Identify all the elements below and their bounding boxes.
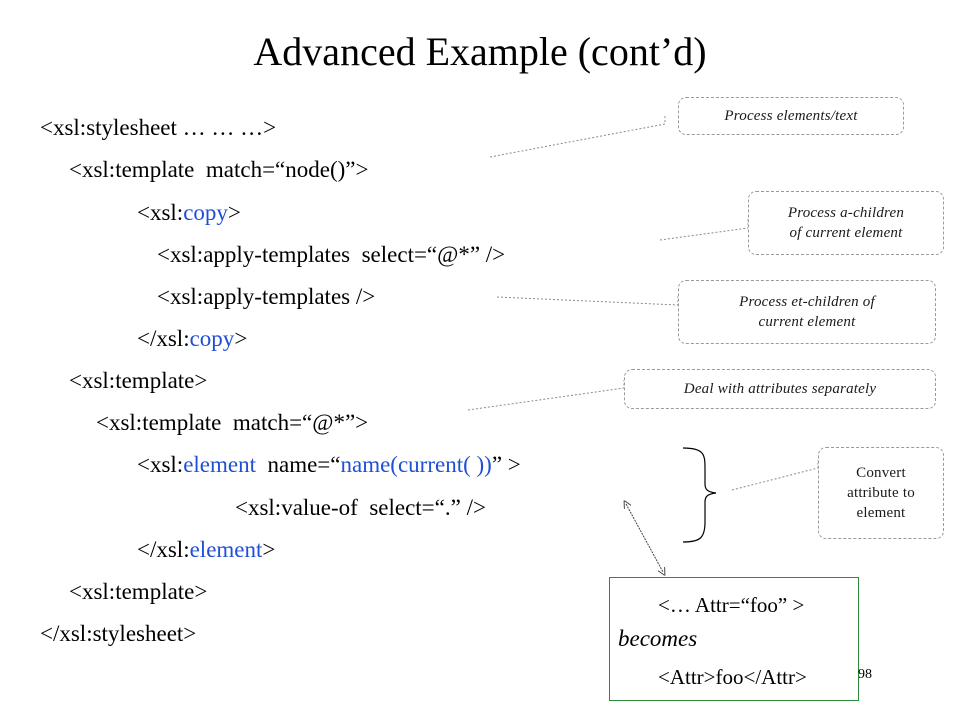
- code-line: <xsl:value-of select=“.” />: [235, 494, 486, 522]
- code-text: <xsl:stylesheet … … …>: [40, 115, 277, 140]
- callout-text: Process a-children: [787, 205, 905, 221]
- code-text: <xsl:: [137, 200, 184, 225]
- code-line: <xsl:element name=“name(current( ))” >: [137, 451, 521, 479]
- code-text: <xsl:template match=“@*”>: [96, 410, 369, 435]
- code-keyword: name(current( )): [340, 452, 492, 477]
- code-text: </xsl:stylesheet>: [40, 621, 197, 646]
- callout-process-elements: Process elements/text: [678, 97, 904, 135]
- code-text: </xsl:: [137, 537, 190, 562]
- callout-convert-attribute: Convert attribute to element: [818, 447, 944, 539]
- example-source: <… Attr=“foo” >: [658, 593, 805, 617]
- callout-process-a-children: Process a-children of current element: [748, 191, 944, 255]
- code-line: <xsl:stylesheet … … …>: [40, 114, 276, 142]
- code-text: <xsl:template match=“node()”>: [69, 157, 369, 182]
- callout-text: Deal with attributes separately: [683, 381, 877, 397]
- page-number: 98: [858, 667, 872, 682]
- code-text: <xsl:template>: [69, 368, 208, 393]
- callout-text: Process et-children of: [739, 294, 875, 310]
- slide-title: Advanced Example (cont’d): [253, 29, 707, 74]
- example-box: <… Attr=“foo” > becomes <Attr>foo</Attr>: [609, 577, 859, 701]
- code-text: <xsl:apply-templates select=“@*” />: [157, 242, 506, 267]
- code-text: <xsl:value-of select=“.” />: [235, 495, 486, 520]
- double-arrow: [626, 504, 663, 572]
- code-keyword: copy: [183, 200, 228, 225]
- callout-text: Convert: [856, 465, 906, 481]
- code-line: </xsl:stylesheet>: [40, 620, 196, 648]
- callout-text: current element: [758, 314, 856, 330]
- code-text: <xsl:: [137, 452, 184, 477]
- callout-deal-with-attributes: Deal with attributes separately: [624, 369, 936, 409]
- code-line: </xsl:copy>: [137, 325, 247, 353]
- code-line: <xsl:apply-templates select=“@*” />: [157, 241, 505, 269]
- callout-text: of current element: [789, 225, 903, 241]
- code-keyword: element: [189, 537, 263, 562]
- callout-process-et-children: Process et-children of current element: [678, 280, 936, 344]
- curly-brace: [682, 447, 717, 543]
- code-text: <xsl:apply-templates />: [157, 284, 376, 309]
- code-keyword: copy: [189, 326, 235, 351]
- code-keyword: element: [183, 452, 256, 477]
- callout-leader-2: [659, 218, 749, 241]
- code-line: <xsl:template>: [69, 367, 207, 395]
- code-line: <xsl:apply-templates />: [157, 283, 375, 311]
- code-text: ” >: [491, 452, 521, 477]
- code-line: <xsl:template match=“node()”>: [69, 156, 368, 184]
- code-text: >: [234, 326, 248, 351]
- callout-leader-1: [489, 116, 666, 158]
- example-result: <Attr>foo</Attr>: [658, 665, 807, 689]
- code-text: name=“: [256, 452, 341, 477]
- callout-leader-4: [467, 380, 625, 411]
- code-text: >: [262, 537, 276, 562]
- callout-text: Process elements/text: [724, 108, 858, 124]
- code-line: </xsl:element>: [137, 536, 275, 564]
- callout-text: element: [856, 505, 906, 521]
- code-text: </xsl:: [137, 326, 190, 351]
- example-becomes: becomes: [618, 626, 698, 651]
- code-line: <xsl:template match=“@*”>: [96, 409, 368, 437]
- code-text: <xsl:template>: [69, 579, 208, 604]
- callout-leader-3: [496, 295, 679, 306]
- code-text: >: [227, 200, 241, 225]
- code-line: <xsl:template>: [69, 578, 207, 606]
- code-line: <xsl:copy>: [137, 199, 241, 227]
- callout-leader-5: [731, 460, 819, 491]
- callout-text: attribute to: [847, 485, 915, 501]
